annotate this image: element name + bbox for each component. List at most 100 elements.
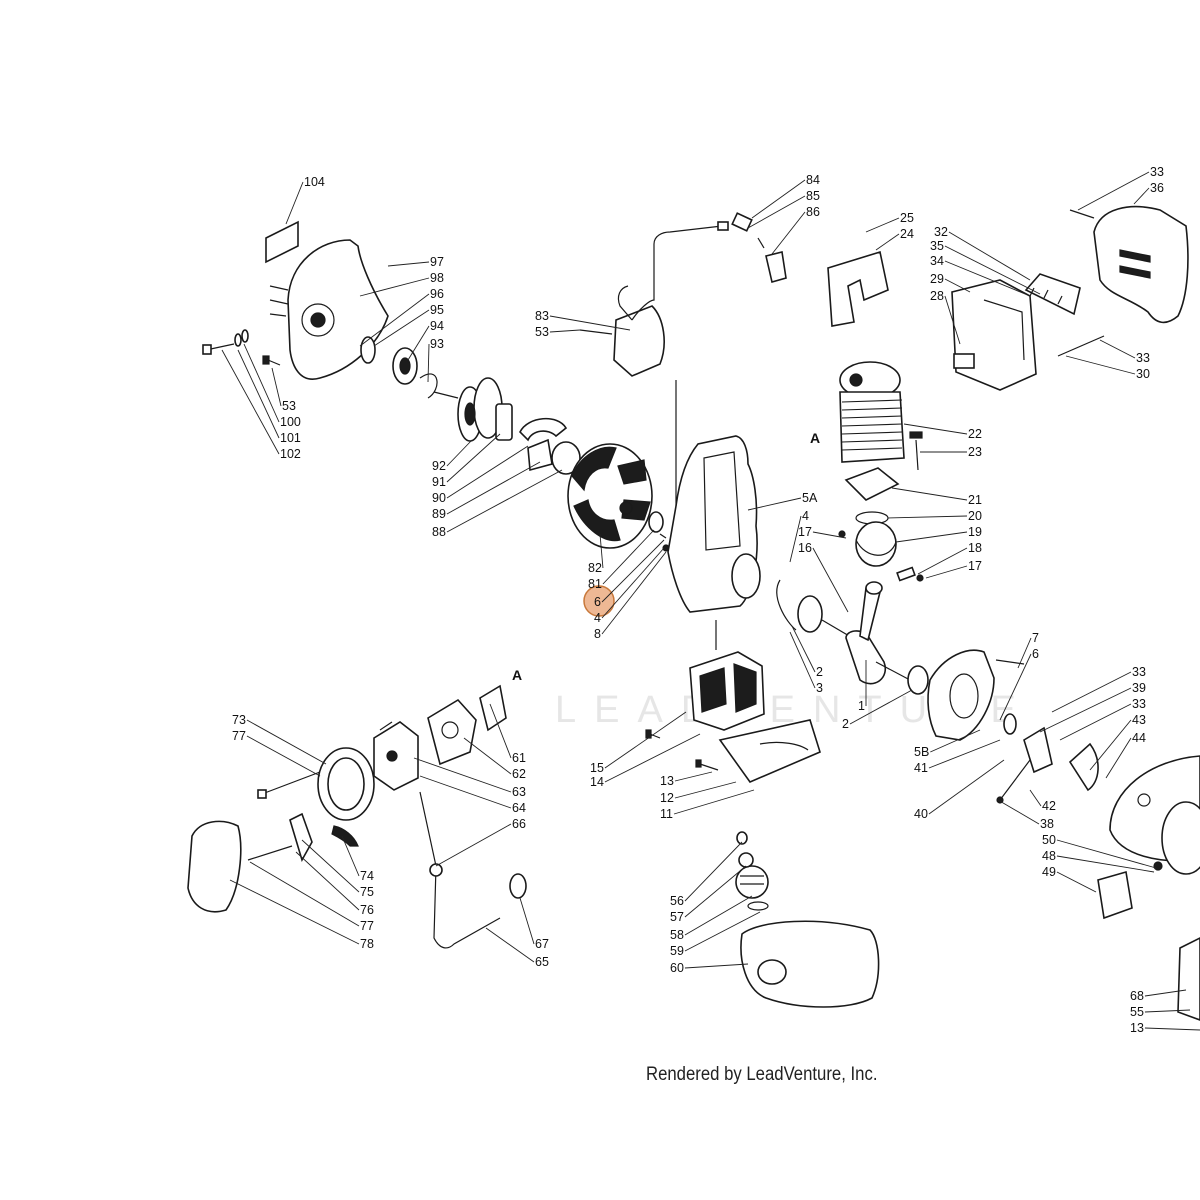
callout-66[interactable]: 66 <box>512 817 526 831</box>
callout-78[interactable]: 78 <box>360 937 374 951</box>
callout-4[interactable]: 4 <box>594 611 601 625</box>
callout-7[interactable]: 7 <box>1032 631 1039 645</box>
callout-28[interactable]: 28 <box>930 289 944 303</box>
callout-92[interactable]: 92 <box>432 459 446 473</box>
callout-84[interactable]: 84 <box>806 173 820 187</box>
callout-19[interactable]: 19 <box>968 525 982 539</box>
callout-1[interactable]: 1 <box>858 699 865 713</box>
callout-11[interactable]: 11 <box>660 807 673 821</box>
callout-43[interactable]: 43 <box>1132 713 1146 727</box>
callout-38[interactable]: 38 <box>1040 817 1054 831</box>
callout-57[interactable]: 57 <box>670 910 684 924</box>
callout-89[interactable]: 89 <box>432 507 446 521</box>
callout-13[interactable]: 13 <box>1130 1021 1144 1035</box>
callout-48[interactable]: 48 <box>1042 849 1056 863</box>
callout-49[interactable]: 49 <box>1042 865 1056 879</box>
callout-81[interactable]: 81 <box>588 577 602 591</box>
callout-64[interactable]: 64 <box>512 801 526 815</box>
callout-85[interactable]: 85 <box>806 189 820 203</box>
callout-102[interactable]: 102 <box>280 447 301 461</box>
callout-33[interactable]: 33 <box>1150 165 1164 179</box>
callout-30[interactable]: 30 <box>1136 367 1150 381</box>
callout-18[interactable]: 18 <box>968 541 982 555</box>
callout-5A[interactable]: 5A <box>802 491 818 505</box>
callout-82[interactable]: 82 <box>588 561 602 575</box>
callout-53[interactable]: 53 <box>535 325 549 339</box>
callout-29[interactable]: 29 <box>930 272 944 286</box>
callout-44[interactable]: 44 <box>1132 731 1146 745</box>
callout-6[interactable]: 6 <box>1032 647 1039 661</box>
callout-20[interactable]: 20 <box>968 509 982 523</box>
callout-60[interactable]: 60 <box>670 961 684 975</box>
callout-4[interactable]: 4 <box>802 509 809 523</box>
callout-74[interactable]: 74 <box>360 869 374 883</box>
callout-62[interactable]: 62 <box>512 767 526 781</box>
callout-59[interactable]: 59 <box>670 944 684 958</box>
callout-33[interactable]: 33 <box>1132 665 1146 679</box>
callout-23[interactable]: 23 <box>968 445 982 459</box>
callout-56[interactable]: 56 <box>670 894 684 908</box>
callout-73[interactable]: 73 <box>232 713 246 727</box>
callout-63[interactable]: 63 <box>512 785 526 799</box>
callout-61[interactable]: 61 <box>512 751 526 765</box>
callout-101[interactable]: 101 <box>280 431 301 445</box>
callout-93[interactable]: 93 <box>430 337 444 351</box>
callout-75[interactable]: 75 <box>360 885 374 899</box>
callout-41[interactable]: 41 <box>914 761 928 775</box>
callout-68[interactable]: 68 <box>1130 989 1144 1003</box>
callout-67[interactable]: 67 <box>535 937 549 951</box>
callout-65[interactable]: 65 <box>535 955 549 969</box>
callout-39[interactable]: 39 <box>1132 681 1146 695</box>
callout-95[interactable]: 95 <box>430 303 444 317</box>
callout-34[interactable]: 34 <box>930 254 944 268</box>
callout-2[interactable]: 2 <box>816 665 823 679</box>
callout-53[interactable]: 53 <box>282 399 296 413</box>
callout-21[interactable]: 21 <box>968 493 982 507</box>
callout-22[interactable]: 22 <box>968 427 982 441</box>
callout-14[interactable]: 14 <box>590 775 604 789</box>
callout-91[interactable]: 91 <box>432 475 446 489</box>
callout-88[interactable]: 88 <box>432 525 446 539</box>
callout-6[interactable]: 6 <box>594 595 601 609</box>
callout-104[interactable]: 104 <box>304 175 325 189</box>
callout-55[interactable]: 55 <box>1130 1005 1144 1019</box>
leader-62 <box>463 737 512 775</box>
callout-97[interactable]: 97 <box>430 255 444 269</box>
callout-77[interactable]: 77 <box>360 919 374 933</box>
callout-100[interactable]: 100 <box>280 415 301 429</box>
handle-49 <box>1097 870 1133 920</box>
callout-36[interactable]: 36 <box>1150 181 1164 195</box>
callout-17[interactable]: 17 <box>968 559 982 573</box>
callout-96[interactable]: 96 <box>430 287 444 301</box>
callout-17[interactable]: 17 <box>798 525 812 539</box>
callout-25[interactable]: 25 <box>900 211 914 225</box>
decal-104 <box>265 220 299 264</box>
leader-55 <box>1144 1009 1191 1013</box>
callout-33[interactable]: 33 <box>1136 351 1150 365</box>
callout-76[interactable]: 76 <box>360 903 374 917</box>
callout-5B[interactable]: 5B <box>914 745 929 759</box>
callout-24[interactable]: 24 <box>900 227 914 241</box>
callout-35[interactable]: 35 <box>930 239 944 253</box>
callout-98[interactable]: 98 <box>430 271 444 285</box>
muffler-cover-36 <box>1093 205 1189 324</box>
callout-83[interactable]: 83 <box>535 309 549 323</box>
callout-13[interactable]: 13 <box>660 774 674 788</box>
callout-32[interactable]: 32 <box>934 225 948 239</box>
callout-86[interactable]: 86 <box>806 205 820 219</box>
callout-90[interactable]: 90 <box>432 491 446 505</box>
callout-12[interactable]: 12 <box>660 791 674 805</box>
callout-40[interactable]: 40 <box>914 807 928 821</box>
callout-8[interactable]: 8 <box>594 627 601 641</box>
callout-94[interactable]: 94 <box>430 319 444 333</box>
callout-15[interactable]: 15 <box>590 761 604 775</box>
callout-33[interactable]: 33 <box>1132 697 1146 711</box>
callout-58[interactable]: 58 <box>670 928 684 942</box>
gasket-56 <box>738 852 754 868</box>
callout-16[interactable]: 16 <box>798 541 812 555</box>
callout-50[interactable]: 50 <box>1042 833 1056 847</box>
callout-3[interactable]: 3 <box>816 681 823 695</box>
callout-77[interactable]: 77 <box>232 729 246 743</box>
callout-42[interactable]: 42 <box>1042 799 1056 813</box>
callout-2[interactable]: 2 <box>842 717 849 731</box>
